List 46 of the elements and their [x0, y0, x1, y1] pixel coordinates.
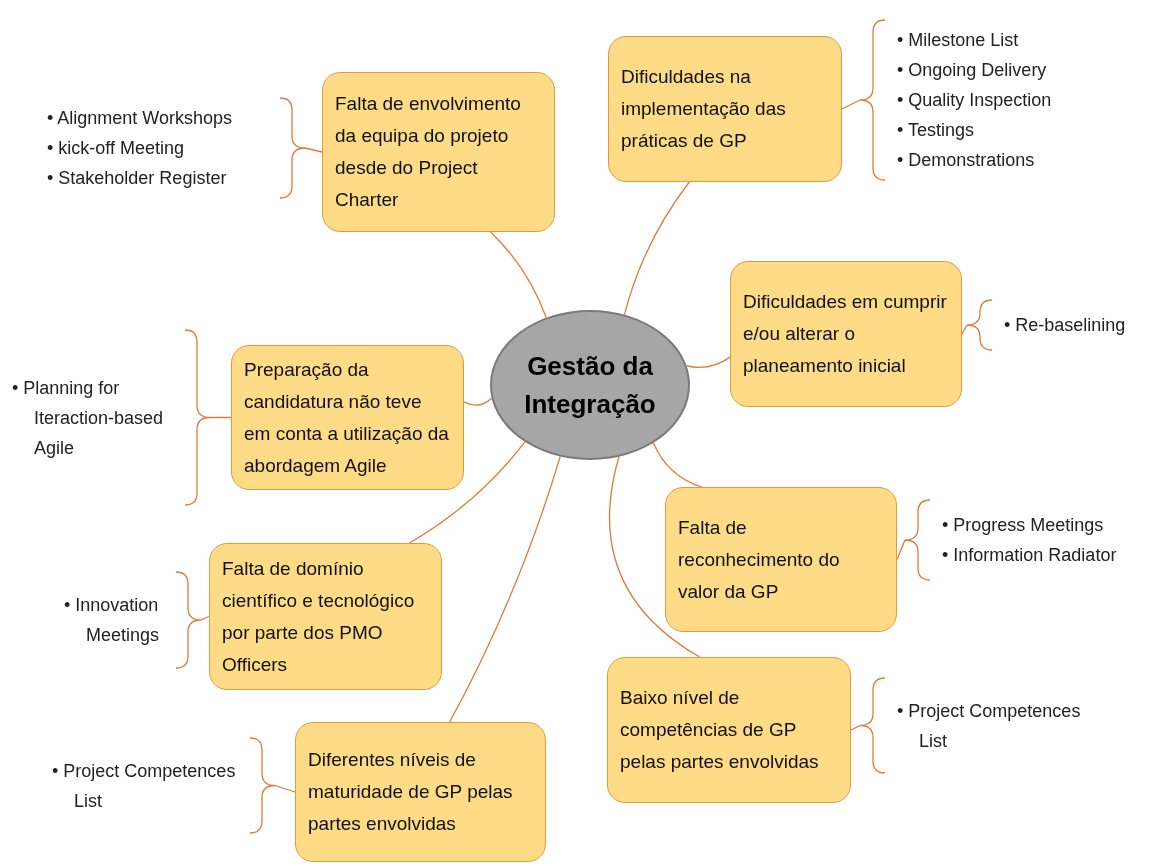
- connector-line: [623, 181, 690, 316]
- brace-connector: [184, 329, 232, 506]
- list-item: • Ongoing Delivery: [897, 59, 1048, 82]
- list-item: • Planning for Iteraction-based Agile: [12, 376, 165, 460]
- brace-connector: [850, 677, 886, 774]
- list-item: • Information Radiator: [942, 544, 1118, 567]
- card-text: Dificuldades em cumprir e/ou alterar o planeamento inicial: [743, 290, 948, 378]
- issue-card: [231, 345, 464, 490]
- issue-card: [730, 261, 962, 407]
- card-text: Falta de domínio científico e tecnológico por parte dos PMO Officers: [222, 556, 416, 677]
- card-text: Preparação da candidatura não teve em conta a utilização da abordagem Agile: [244, 357, 450, 478]
- card-text: Dificuldades na implementação das práticas de GP: [621, 65, 787, 153]
- issue-card: [295, 722, 546, 862]
- list-item: • kick-off Meeting: [47, 137, 186, 160]
- list-item: • Stakeholder Register: [47, 167, 228, 190]
- list-item: • Quality Inspection: [897, 89, 1053, 112]
- brace-connector: [249, 737, 296, 834]
- list-item: • Alignment Workshops: [47, 107, 234, 130]
- list-item: • Re-baselining: [1004, 314, 1127, 337]
- brace-connector: [896, 499, 931, 581]
- list-item: • Project Competences List: [897, 699, 1081, 753]
- issue-card: [608, 36, 842, 182]
- card-text: Baixo nível de competências de GP pelas partes envolvidas: [620, 686, 820, 774]
- topic-ellipse: Gestão da Integração: [490, 310, 690, 460]
- issue-card: [665, 487, 897, 632]
- list-item: • Testings: [897, 119, 975, 142]
- brace-connector: [961, 299, 993, 351]
- card-text: Falta de envolvimento da equipa do projeto desde do Project Charter: [335, 92, 522, 212]
- brace-connector: [279, 97, 323, 199]
- issue-card: [322, 72, 555, 232]
- connector-line: [463, 397, 493, 406]
- card-text: Falta de reconhecimento do valor da GP: [678, 515, 841, 604]
- issue-card: [607, 657, 851, 803]
- connector-line: [686, 356, 731, 368]
- list-item: • Innovation Meetings: [64, 594, 161, 647]
- card-text: Diferentes níveis de maturidade de GP pelas partes envolvidas: [308, 748, 514, 836]
- connector-line: [489, 231, 547, 319]
- list-item: • Project Competences List: [52, 759, 237, 813]
- connector-line: [652, 442, 703, 488]
- list-item: • Progress Meetings: [942, 514, 1105, 537]
- connector-line: [408, 441, 526, 544]
- list-item: • Demonstrations: [897, 149, 1036, 172]
- brace-connector: [175, 571, 210, 669]
- list-item: • Milestone List: [897, 29, 1020, 52]
- issue-card: [209, 543, 442, 690]
- brace-connector: [841, 19, 886, 181]
